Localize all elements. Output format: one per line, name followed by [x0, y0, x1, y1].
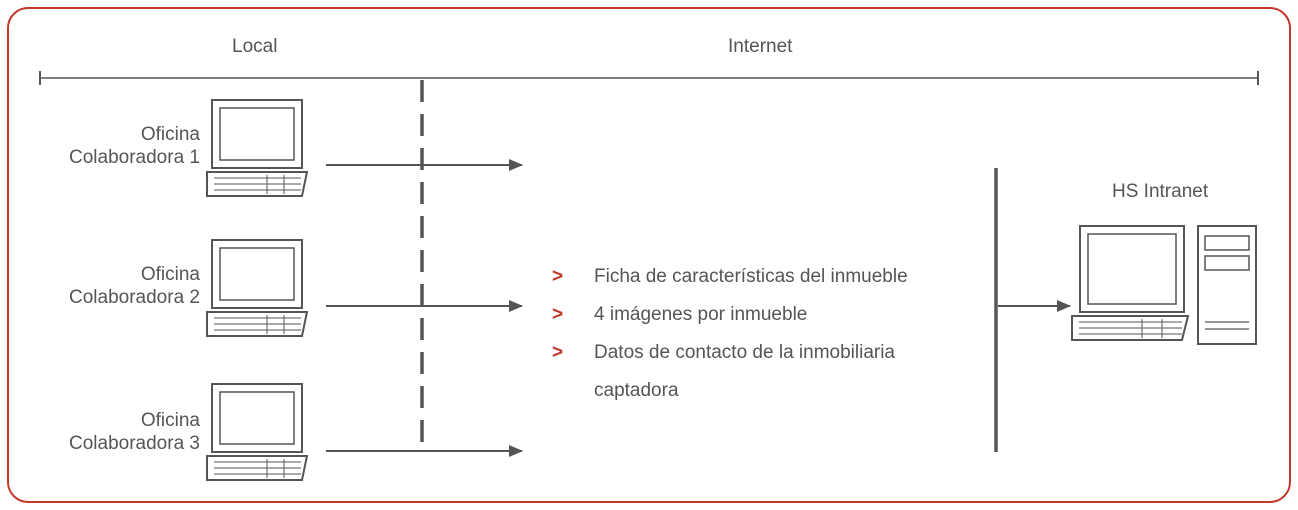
office-label-3: Oficina Colaboradora 3 — [20, 410, 200, 456]
zone-label-internet: Internet — [728, 36, 793, 57]
target-label: HS Intranet — [1112, 181, 1209, 202]
diagram-frame — [7, 7, 1291, 503]
desktop-computer-icon — [1071, 225, 1257, 345]
laptop-icon — [206, 383, 309, 481]
office-label-line: Oficina — [140, 264, 200, 285]
office-label-line: Oficina — [140, 124, 200, 145]
office-label-2: Oficina Colaboradora 2 — [20, 264, 200, 310]
office-label-line: Oficina — [140, 410, 200, 431]
list-item: > Ficha de características del inmueble — [552, 258, 994, 296]
bullet-marker: > — [552, 304, 564, 325]
zone-label-local: Local — [232, 36, 278, 57]
office-label-line: Colaboradora 1 — [69, 146, 200, 168]
zone-scale — [39, 71, 1259, 85]
office-label-line: Colaboradora 3 — [69, 432, 200, 454]
office-label-1: Oficina Colaboradora 1 — [20, 124, 200, 170]
laptop-icon — [206, 239, 309, 337]
list-item-text: 4 imágenes por inmueble — [594, 304, 808, 325]
list-item-text: Datos de contacto de la inmobiliaria cap… — [594, 342, 896, 401]
laptop-icon — [206, 99, 309, 197]
list-item: > 4 imágenes por inmueble — [552, 296, 994, 334]
bullet-marker: > — [552, 342, 564, 363]
office-label-line: Colaboradora 2 — [69, 286, 200, 308]
bullet-marker: > — [552, 266, 564, 287]
data-items-list: > Ficha de características del inmueble … — [552, 258, 994, 410]
list-item-text: Ficha de características del inmueble — [594, 266, 908, 287]
list-item: > Datos de contacto de la inmobiliaria c… — [552, 334, 994, 410]
